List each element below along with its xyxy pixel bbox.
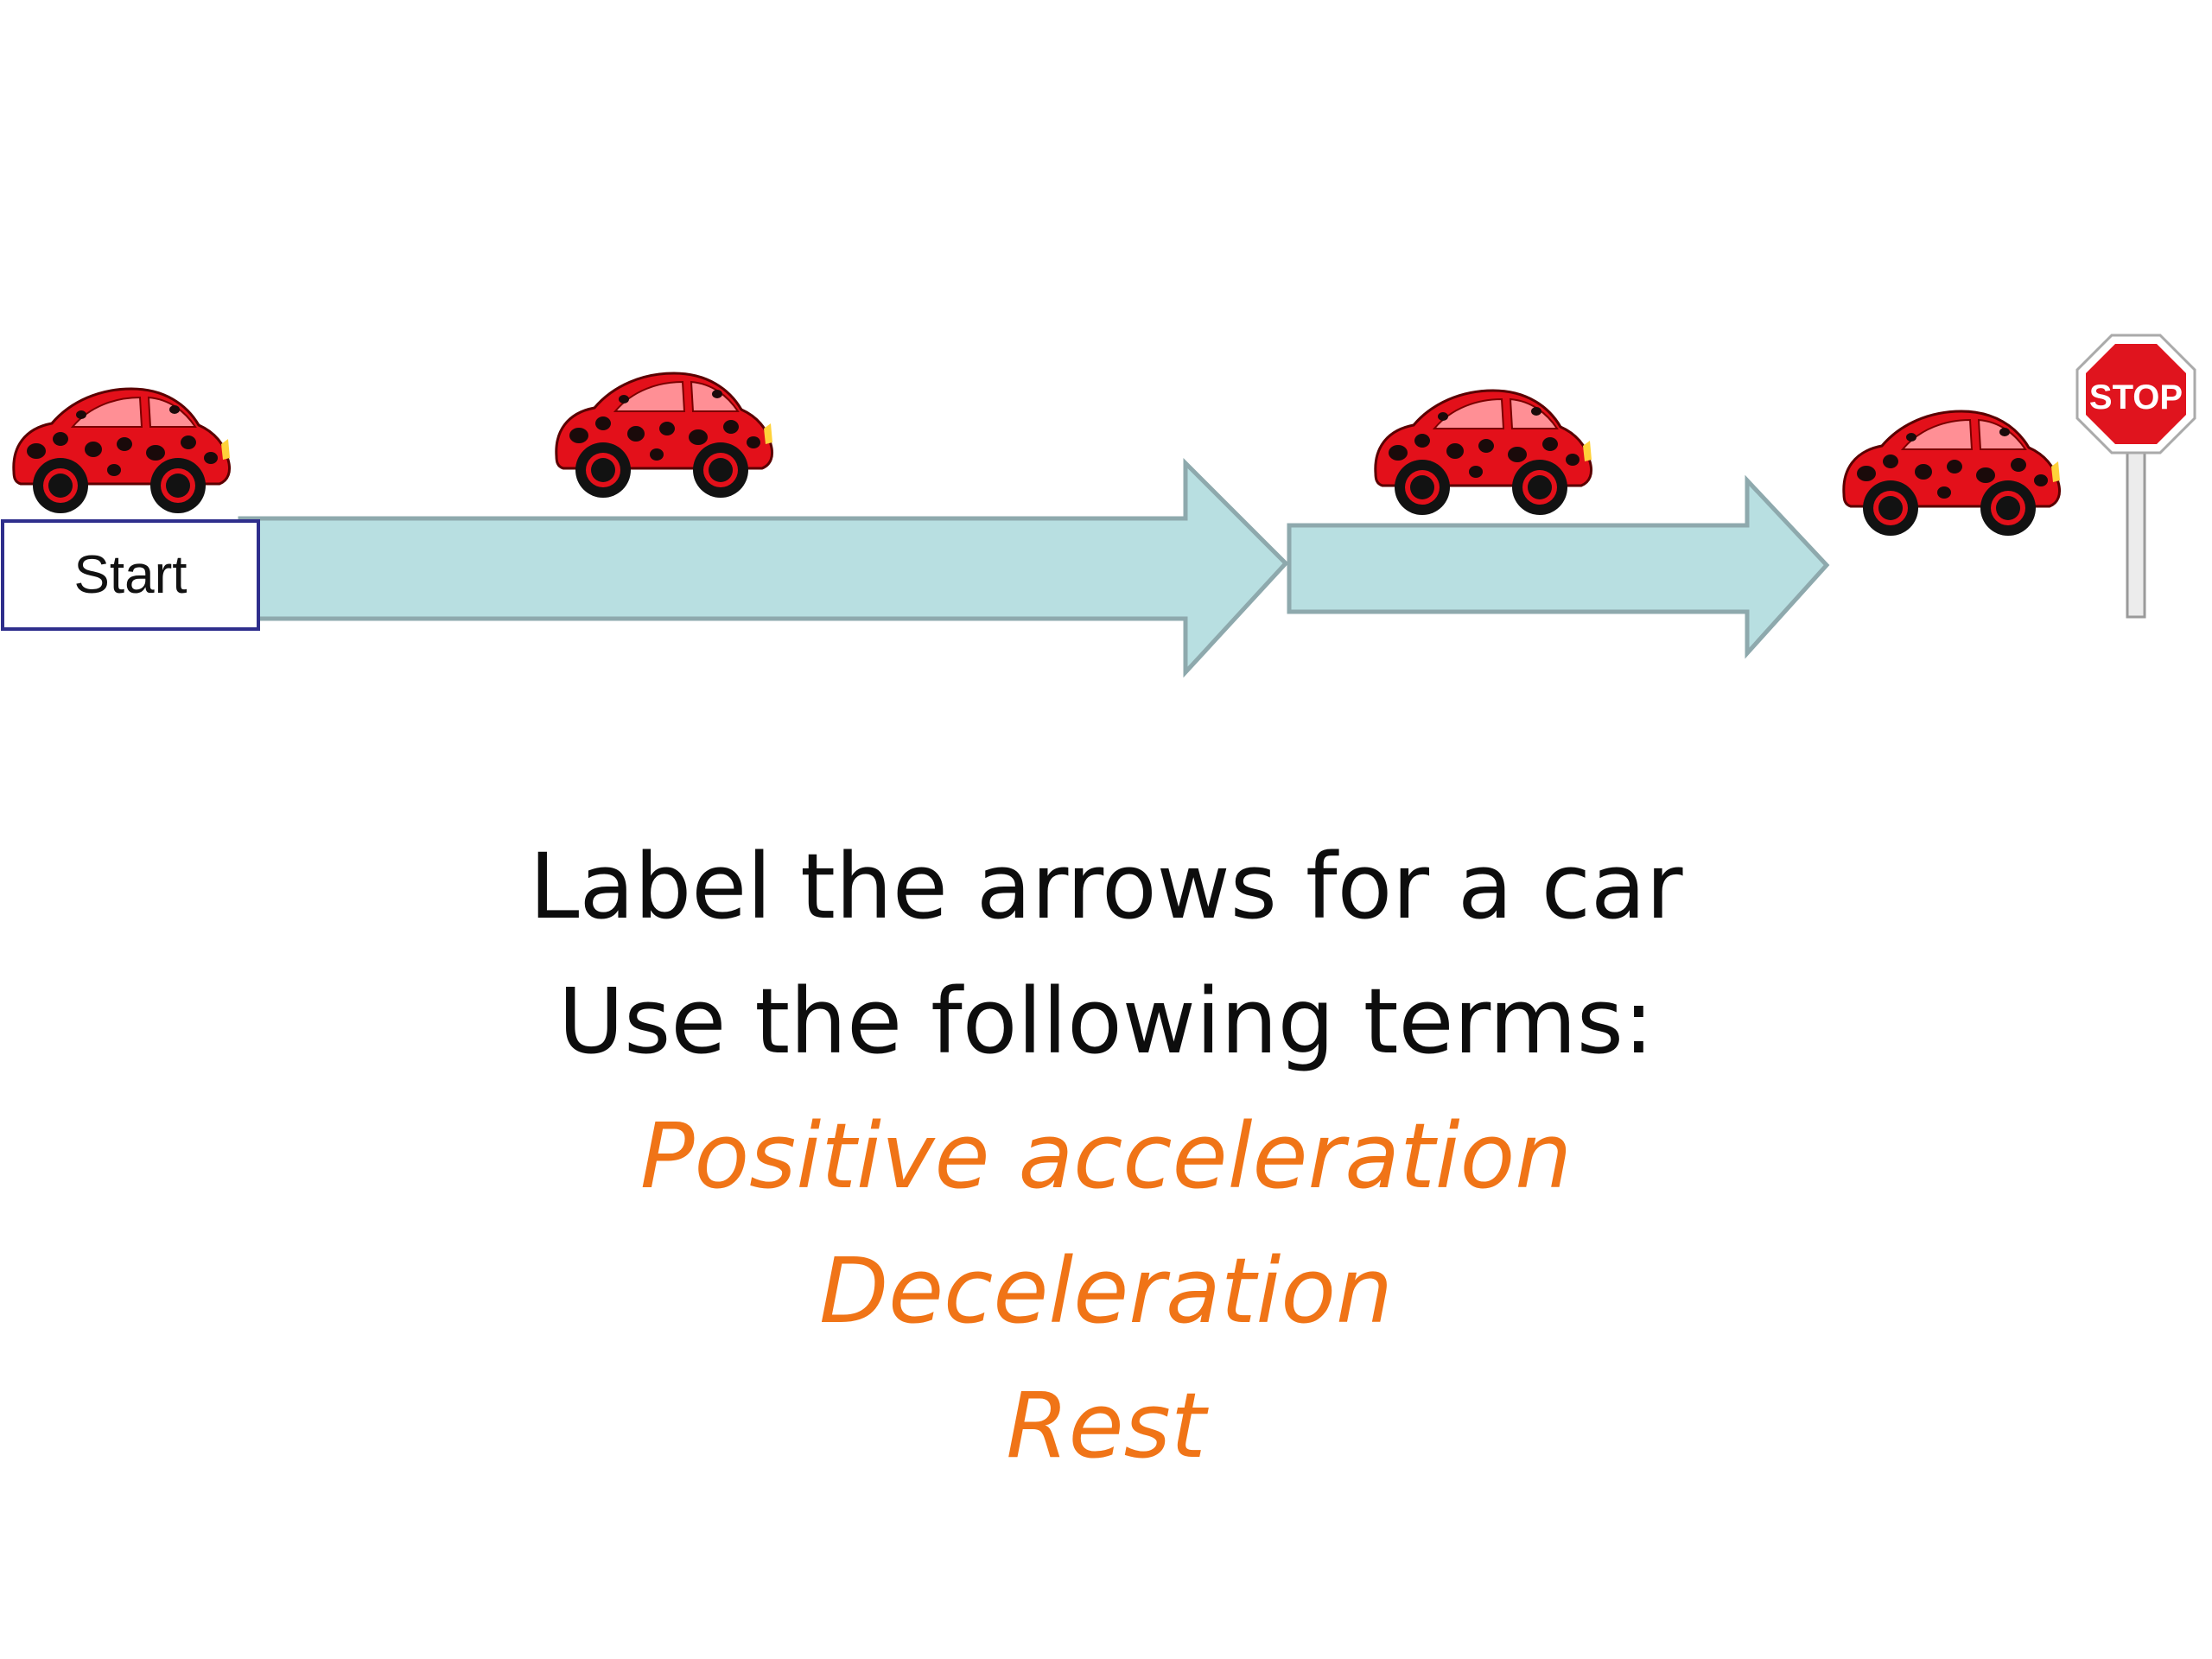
instruction-line-1: Label the arrows for a car <box>529 834 1683 939</box>
term-deceleration: Deceleration <box>819 1238 1393 1344</box>
stop-sign-label: STOP <box>2089 378 2183 416</box>
start-box: Start <box>1 519 260 631</box>
stop-sign-icon: STOP <box>2075 334 2196 619</box>
arrow-1 <box>238 457 1289 678</box>
instructions: Label the arrows for a car Use the follo… <box>0 819 2212 1493</box>
ladybug-car-icon <box>555 372 774 499</box>
ladybug-car-icon <box>1842 410 2062 537</box>
term-positive-acceleration: Positive acceleration <box>639 1103 1573 1209</box>
start-label: Start <box>73 545 188 605</box>
ladybug-car-icon <box>1374 389 1593 517</box>
arrow-2 <box>1287 474 1830 659</box>
ladybug-car-icon <box>12 387 232 515</box>
term-rest: Rest <box>1006 1373 1206 1478</box>
instruction-line-2: Use the following terms: <box>558 969 1654 1074</box>
